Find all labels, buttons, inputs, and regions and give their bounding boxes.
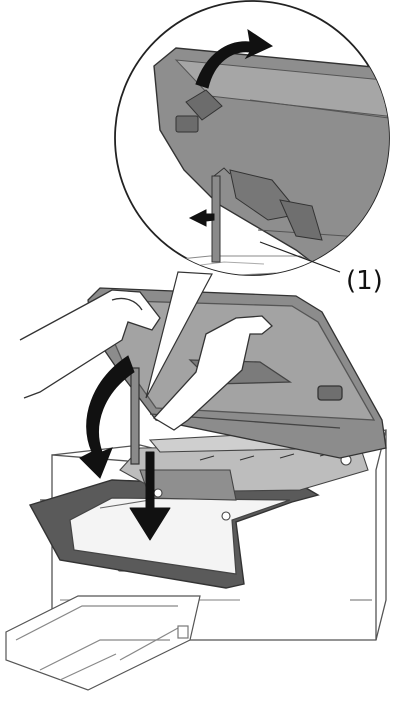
callout-label: (1): [346, 268, 383, 294]
paper-tray: [6, 596, 200, 690]
zoom-circle: [115, 1, 404, 280]
support-strut: [131, 368, 139, 464]
